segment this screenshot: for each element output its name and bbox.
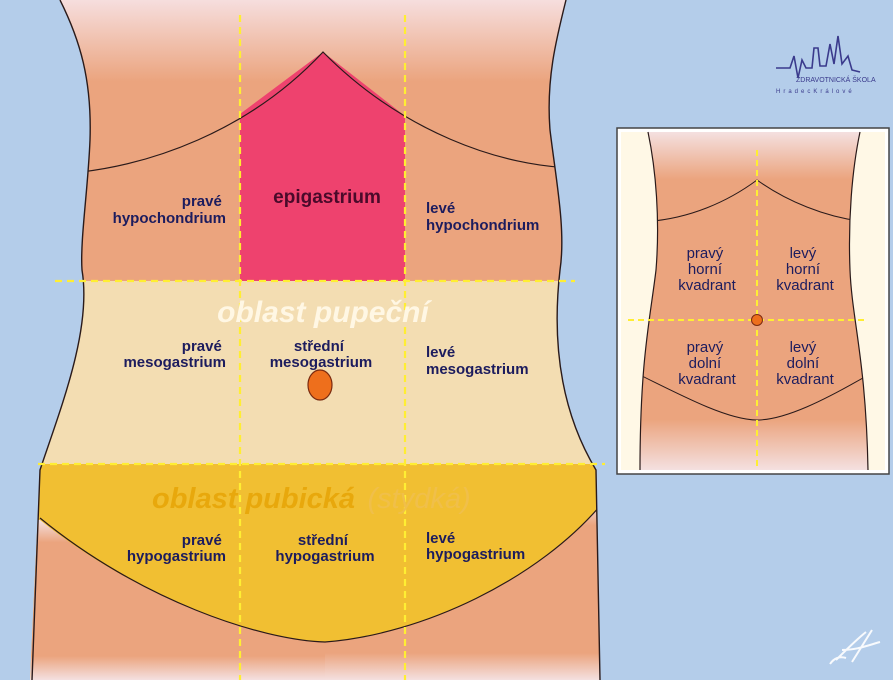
pubic-area-title: oblast pubická (stydká) xyxy=(152,483,471,515)
umbilical-area-title: oblast pupeční xyxy=(217,296,432,329)
logo-name: ZDRAVOTNICKÁ ŠKOLA xyxy=(796,75,876,84)
logo-city: HradecKrálové xyxy=(776,89,855,95)
inset-navel xyxy=(752,315,763,326)
label-epigastrium: epigastrium xyxy=(273,187,381,208)
quadrant-inset: pravý horní kvadrant levý horní kvadrant… xyxy=(617,128,889,474)
navel xyxy=(308,370,332,400)
